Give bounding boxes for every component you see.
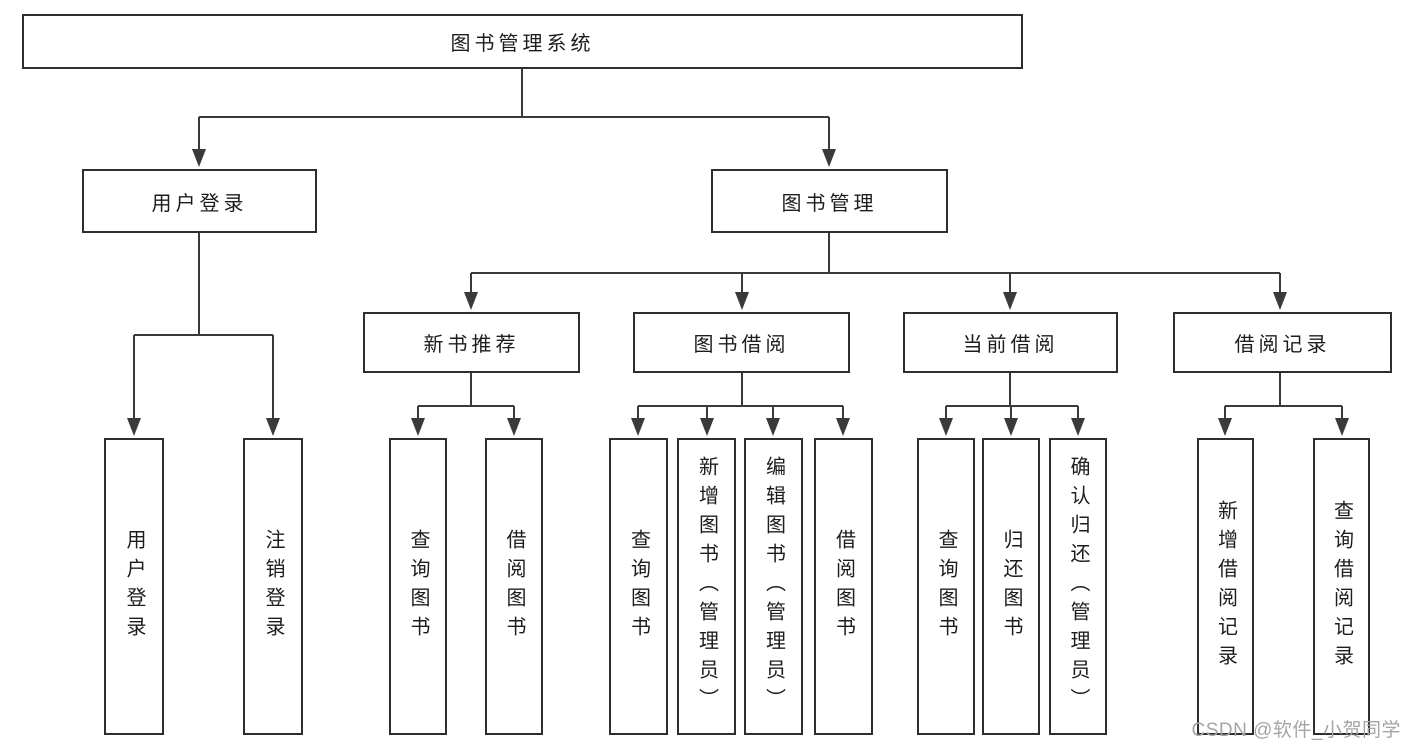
edges-new-book-recommend	[411, 373, 521, 436]
node-user-login: 用户登录	[82, 169, 317, 233]
leaf-query-books-borrow: 查询图书	[609, 438, 668, 735]
edges-current-borrowing	[939, 373, 1085, 436]
leaf-borrow-books-borrow: 借阅图书	[814, 438, 873, 735]
edges-borrow-records	[1218, 373, 1349, 436]
node-book-borrowing: 图书借阅	[633, 312, 850, 373]
leaf-user-login: 用户登录	[104, 438, 164, 735]
node-current-borrowing: 当前借阅	[903, 312, 1118, 373]
edges-book-borrowing	[631, 373, 850, 436]
edges-root	[192, 69, 836, 167]
leaf-add-book-admin: 新增图书（管理员）	[677, 438, 736, 735]
node-library-system: 图书管理系统	[22, 14, 1023, 69]
node-new-book-recommend: 新书推荐	[363, 312, 580, 373]
leaf-add-borrow-record: 新增借阅记录	[1197, 438, 1254, 735]
node-borrow-records: 借阅记录	[1173, 312, 1392, 373]
leaf-query-books-new: 查询图书	[389, 438, 447, 735]
leaf-query-borrow-record: 查询借阅记录	[1313, 438, 1370, 735]
leaf-return-book: 归还图书	[982, 438, 1040, 735]
node-book-management: 图书管理	[711, 169, 948, 233]
leaf-borrow-books-new: 借阅图书	[485, 438, 543, 735]
edges-book-management	[464, 233, 1287, 310]
leaf-edit-book-admin: 编辑图书（管理员）	[744, 438, 803, 735]
leaf-confirm-return-admin: 确认归还（管理员）	[1049, 438, 1107, 735]
edges-user-login	[127, 233, 280, 436]
watermark: CSDN @软件_小贺同学	[1191, 720, 1401, 741]
leaf-query-books-current: 查询图书	[917, 438, 975, 735]
leaf-logout: 注销登录	[243, 438, 303, 735]
